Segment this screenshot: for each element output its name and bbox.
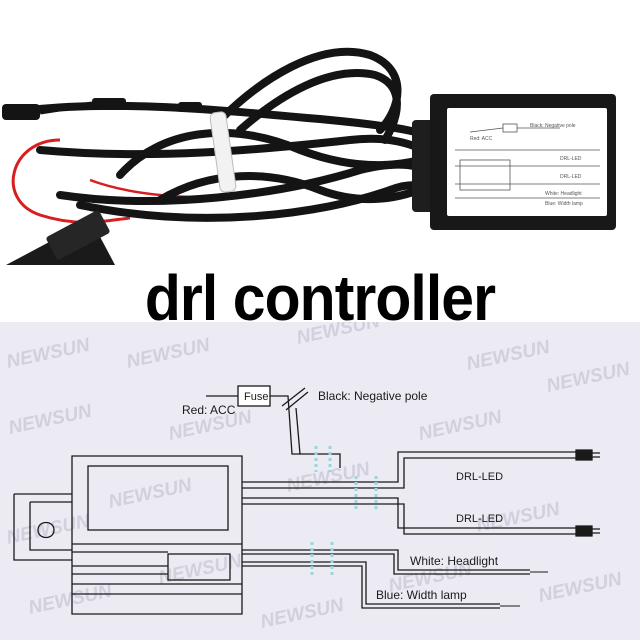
mount-hole — [37, 521, 55, 539]
wire-stub — [281, 387, 309, 411]
drl-pins-2 — [592, 528, 600, 534]
drl-wire-1-bottom — [242, 457, 576, 489]
controller-ribs — [72, 543, 242, 595]
drl-wire-1-top — [242, 451, 576, 483]
fuse-output-wire — [270, 395, 300, 455]
controller-label-area — [87, 465, 229, 531]
bracket-inner — [29, 501, 72, 551]
fuse-label: Fuse — [244, 391, 268, 403]
mounting-bracket — [13, 493, 72, 561]
blue-width-wire — [242, 561, 500, 605]
drl-led-label-2: DRL-LED — [456, 513, 503, 525]
controller-body — [71, 455, 243, 615]
controller-connector-area — [167, 553, 231, 581]
wiring-diagram: NEWSUN NEWSUN NEWSUN NEWSUN NEWSUN NEWSU… — [0, 322, 640, 640]
red-acc-label: Red: ACC — [182, 403, 236, 417]
drl-wire-2-bottom — [242, 503, 576, 535]
drl-wire-2-top — [242, 497, 576, 529]
svg-text:Blue: Width lamp: Blue: Width lamp — [545, 201, 583, 207]
svg-text:Black: Negative pole: Black: Negative pole — [530, 123, 576, 129]
svg-text:Red: ACC: Red: ACC — [470, 136, 493, 142]
diagram-background — [0, 322, 640, 640]
blue-width-wire-2 — [242, 565, 500, 609]
black-negative-wire — [295, 407, 341, 468]
drl-led-label-1: DRL-LED — [456, 471, 503, 483]
product-photo: Black: Negative pole Red: ACC DRL-LED DR… — [0, 0, 640, 317]
white-headlight-label: White: Headlight — [410, 554, 499, 568]
svg-text:DRL-LED: DRL-LED — [560, 174, 582, 180]
drl-connector-2 — [575, 525, 593, 537]
product-photo-drawing: Black: Negative pole Red: ACC DRL-LED DR… — [2, 47, 616, 317]
black-negative-label: Black: Negative pole — [318, 389, 428, 403]
white-headlight-wire — [242, 549, 530, 571]
white-headlight-wire-2 — [242, 553, 530, 575]
drl-pins-1 — [592, 452, 600, 458]
blue-width-label: Blue: Width lamp — [376, 588, 467, 602]
cut-marks — [310, 446, 378, 578]
svg-text:DRL-LED: DRL-LED — [560, 156, 582, 162]
drl-connector-1 — [575, 449, 593, 461]
svg-text:White: Headlight: White: Headlight — [545, 191, 582, 197]
